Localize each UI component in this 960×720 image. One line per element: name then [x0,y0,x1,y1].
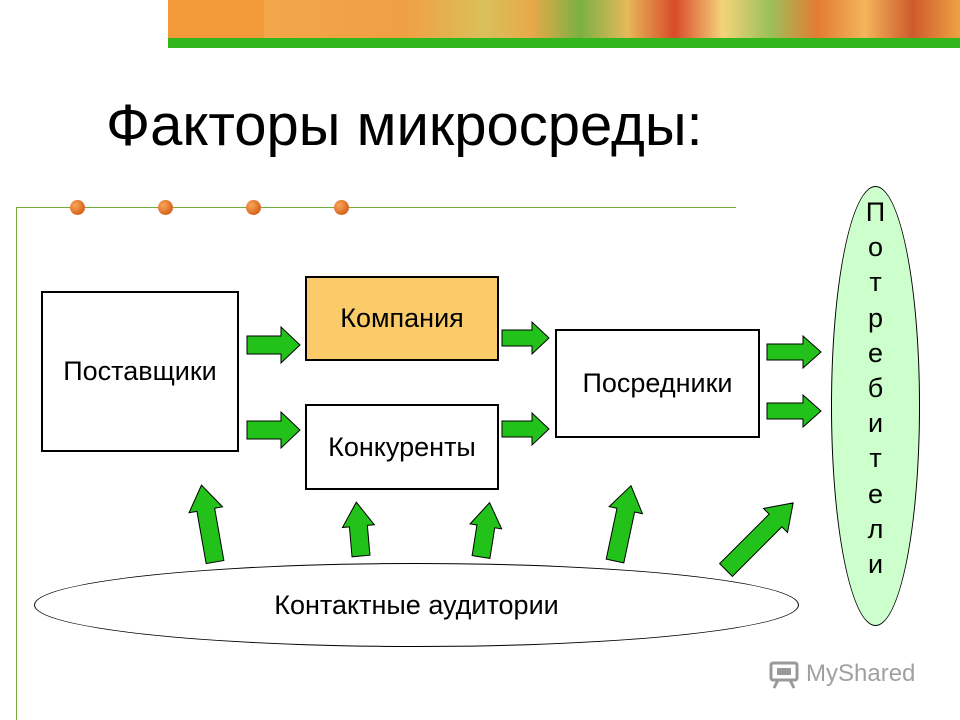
consumers-letter: е [867,337,884,368]
contact-audiences-label: Контактные аудитории [274,589,559,620]
consumers-ellipse [831,186,920,626]
consumers-vertical-label: П о т р е б и т е л и [831,195,920,582]
banner-green-bar [168,38,960,48]
consumers-letter: и [867,408,884,439]
frame-top-line [16,207,736,208]
consumers-letter: л [867,513,884,544]
bullet-dot [334,200,349,215]
arrow-up-right [718,502,794,578]
consumers-letter: р [867,302,884,333]
contact-audiences-ellipse: Контактные аудитории [34,563,799,647]
competitors-box: Конкуренты [305,404,499,490]
suppliers-label: Поставщики [63,356,217,386]
company-box: Компания [305,276,499,361]
arrow-up [188,484,225,565]
banner-orange-block [168,0,264,38]
consumers-letter: е [867,478,884,509]
consumers-letter: П [865,197,886,227]
frame-left-line [16,207,17,720]
header-banner [168,0,960,48]
competitors-label: Конкуренты [328,431,476,462]
intermediaries-box: Посредники [555,329,760,438]
arrow-up [341,501,376,558]
arrow-right [246,410,301,450]
consumers-letter: б [867,373,884,404]
company-label: Компания [340,303,464,333]
watermark-text: MyShared [806,660,916,687]
arrow-up [605,484,644,564]
suppliers-box: Поставщики [41,291,239,452]
arrow-right [766,393,822,429]
bullet-dot [246,200,261,215]
arrow-up [469,501,503,559]
presentation-board-icon [769,661,799,689]
bullet-dot [70,200,85,215]
consumers-letter: о [867,232,884,263]
consumers-letter: и [867,549,884,580]
banner-photo-strip [168,0,960,38]
slide-title: Факторы микросреды: [106,93,703,158]
watermark: MyShared [768,656,928,692]
arrow-right [766,334,822,370]
intermediaries-label: Посредники [582,368,733,398]
consumers-letter: т [869,267,882,298]
arrow-right [501,411,550,447]
bullet-dot [158,200,173,215]
arrow-right [501,320,550,356]
arrow-right [246,325,301,365]
consumers-letter: т [869,443,882,474]
